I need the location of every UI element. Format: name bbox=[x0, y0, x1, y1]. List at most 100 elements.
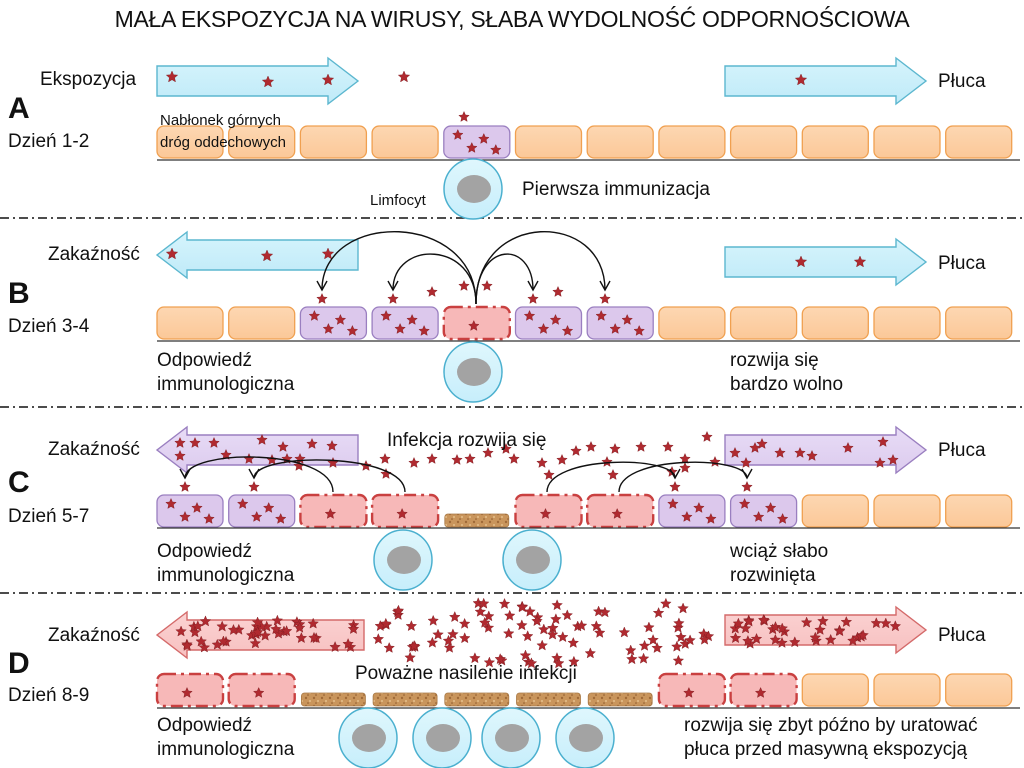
virus-star-icon bbox=[525, 657, 538, 669]
panel-c-note-left-1: Odpowiedź bbox=[157, 541, 253, 562]
virus-star-icon bbox=[482, 610, 495, 622]
lymphocyte-nucleus bbox=[426, 724, 460, 752]
panel-d-lungs-label: Płuca bbox=[938, 625, 986, 646]
panel-a-exposure-arrow bbox=[156, 56, 360, 106]
virus-star-icon bbox=[260, 249, 274, 262]
virus-star-icon bbox=[275, 512, 287, 524]
virus-star-icon bbox=[216, 620, 228, 632]
virus-star-icon bbox=[451, 453, 463, 465]
panel-b-note-left-1: Odpowiedź bbox=[157, 350, 253, 371]
virus-star-icon bbox=[217, 635, 230, 647]
virus-star-icon bbox=[764, 501, 777, 513]
virus-star-icon bbox=[516, 601, 529, 613]
panel-c-infectivity-arrow bbox=[155, 425, 359, 475]
panel-b-spread-arrow bbox=[392, 253, 477, 305]
virus-star-icon bbox=[394, 322, 406, 334]
virus-star-icon bbox=[165, 70, 179, 83]
virus-star-icon bbox=[672, 621, 684, 633]
virus-star-icon bbox=[203, 512, 215, 524]
virus-star-icon bbox=[498, 597, 511, 609]
panel-d-lymphocyte bbox=[555, 707, 615, 768]
virus-star-icon bbox=[179, 510, 191, 522]
panel-a-lungs-label: Płuca bbox=[938, 71, 986, 92]
virus-star-icon bbox=[308, 631, 320, 643]
panel-c-letter: C bbox=[8, 466, 30, 499]
panel-d-day: Dzień 8-9 bbox=[8, 685, 90, 706]
panel-a-cell-healthy bbox=[586, 125, 654, 159]
virus-star-icon bbox=[626, 653, 638, 665]
panel-c-note-right-2: rozwinięta bbox=[730, 565, 816, 586]
panel-d-note-left-1: Odpowiedź bbox=[157, 715, 253, 736]
virus-star-icon bbox=[570, 444, 582, 456]
panel-b-note-right-2: bardzo wolno bbox=[730, 374, 844, 395]
virus-star-icon bbox=[427, 614, 439, 626]
panel-d-cell-healthy bbox=[801, 673, 869, 707]
panel-d-cell-dying bbox=[729, 672, 798, 708]
virus-star-icon bbox=[673, 617, 685, 629]
panel-a-note: Pierwsza immunizacja bbox=[522, 179, 710, 200]
virus-star-icon bbox=[776, 512, 789, 524]
virus-star-icon bbox=[392, 604, 405, 616]
virus-star-icon bbox=[324, 507, 337, 519]
panel-b-cell-healthy bbox=[873, 306, 941, 340]
virus-star-icon bbox=[652, 607, 665, 618]
virus-star-icon bbox=[880, 617, 892, 629]
virus-star-icon bbox=[671, 640, 683, 652]
panel-a-lungs-arrow bbox=[724, 56, 928, 106]
virus-star-icon bbox=[549, 313, 562, 325]
panel-b-lungs-arrow bbox=[724, 237, 928, 287]
spread-arrowhead bbox=[179, 468, 191, 480]
virus-star-icon bbox=[468, 319, 480, 331]
virus-star-icon bbox=[426, 285, 438, 297]
virus-star-icon bbox=[857, 629, 869, 641]
panel-b-cell-infected bbox=[299, 306, 368, 340]
virus-star-icon bbox=[776, 622, 788, 634]
virus-star-icon bbox=[889, 620, 902, 632]
panel-a-epithelium-label-1: Nabłonek górnych bbox=[160, 112, 281, 129]
panel-a-cell-healthy bbox=[729, 125, 798, 159]
panel-a-cell-healthy bbox=[371, 125, 439, 159]
panel-d-cell-dead bbox=[372, 692, 438, 707]
virus-star-icon bbox=[754, 686, 767, 698]
virus-star-icon bbox=[874, 456, 886, 468]
virus-star-icon bbox=[478, 132, 490, 144]
panel-a-cell-healthy bbox=[299, 125, 368, 159]
virus-star-icon bbox=[342, 638, 354, 649]
virus-star-icon bbox=[543, 468, 555, 480]
virus-star-icon bbox=[757, 613, 770, 625]
virus-star-icon bbox=[469, 652, 481, 664]
virus-star-icon bbox=[189, 626, 201, 638]
panel-c-infectivity-label: Zakaźność bbox=[48, 439, 140, 460]
virus-star-icon bbox=[466, 141, 478, 153]
spread-arrowhead bbox=[599, 280, 611, 292]
panel-d-cell-dead bbox=[516, 692, 581, 707]
virus-star-icon bbox=[397, 70, 411, 83]
virus-star-icon bbox=[738, 497, 751, 509]
panel-b-cell-healthy bbox=[156, 306, 224, 340]
panel-b-note-left-2: immunologiczna bbox=[157, 374, 295, 395]
panel-b-infectivity-arrow bbox=[155, 230, 359, 280]
lymphocyte-nucleus bbox=[516, 546, 550, 574]
panel-b-lymphocyte bbox=[443, 341, 503, 403]
virus-star-icon bbox=[729, 446, 741, 458]
panel-b-note-right-1: rozwija się bbox=[730, 350, 819, 371]
panel-b-cell-infected bbox=[514, 306, 583, 340]
panel-b-cell-healthy bbox=[729, 306, 798, 340]
virus-star-icon bbox=[877, 435, 889, 447]
virus-star-icon bbox=[447, 628, 459, 640]
virus-star-icon bbox=[405, 620, 418, 632]
panel-c-day: Dzień 5-7 bbox=[8, 506, 90, 527]
panel-c-spread-arrow bbox=[546, 461, 676, 493]
virus-star-icon bbox=[504, 609, 516, 621]
panel-d-infectivity-label: Zakaźność bbox=[48, 625, 140, 646]
virus-star-icon bbox=[809, 631, 821, 643]
virus-star-icon bbox=[536, 456, 548, 468]
virus-star-icon bbox=[479, 616, 491, 628]
virus-star-icon bbox=[599, 606, 611, 618]
lymphocyte-nucleus bbox=[352, 724, 386, 752]
panel-a-cell-healthy bbox=[945, 125, 1013, 159]
spread-arrowhead bbox=[316, 280, 328, 292]
virus-star-icon bbox=[192, 620, 204, 632]
virus-star-icon bbox=[308, 309, 321, 321]
virus-star-icon bbox=[270, 623, 282, 635]
